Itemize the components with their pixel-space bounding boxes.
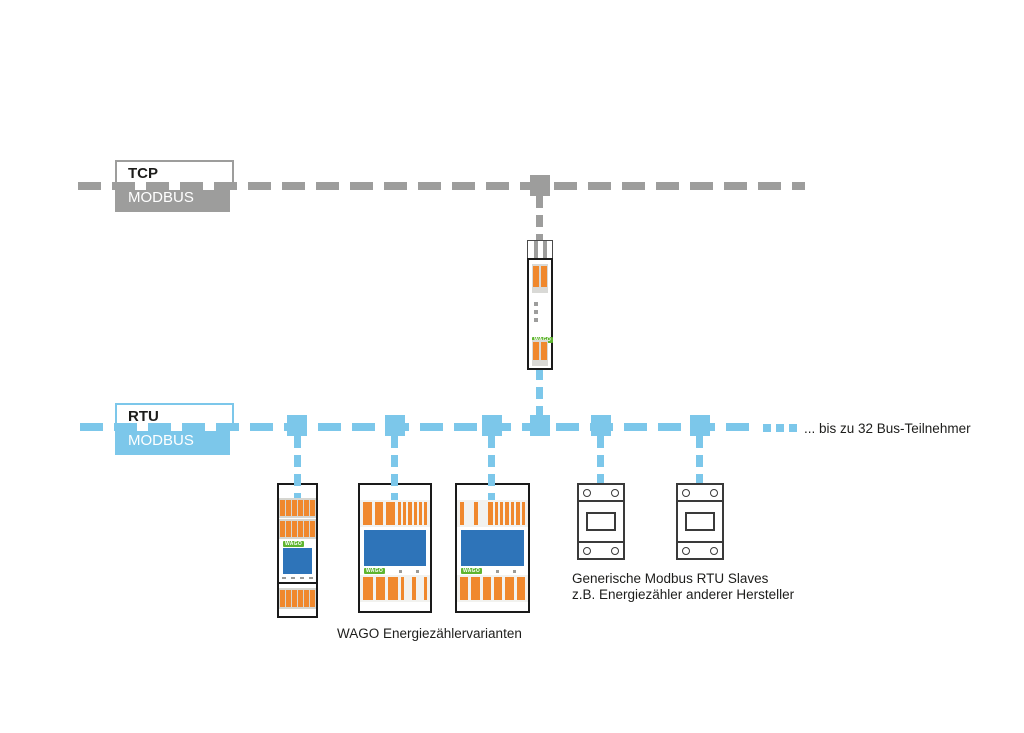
gateway-tcp-drop-line xyxy=(536,196,543,242)
screw-terminal xyxy=(710,547,718,555)
device2-bottom xyxy=(360,602,430,611)
rtu-bus-continuation-dot xyxy=(789,424,797,432)
rtu-bus-line xyxy=(80,423,755,431)
tcp-bus-line xyxy=(78,182,805,190)
screw-terminal xyxy=(583,547,591,555)
generic-slave-2 xyxy=(676,483,724,560)
screw-terminal xyxy=(583,489,591,497)
slave1-body xyxy=(579,500,623,543)
device1-buttons xyxy=(279,574,316,582)
screw-terminal xyxy=(682,489,690,497)
device3-led xyxy=(496,569,500,573)
tcp-modbus-label: MODBUS xyxy=(128,189,194,206)
gateway-terminal-bottom xyxy=(532,340,548,366)
generic-slaves-caption: Generische Modbus RTU Slaves z.B. Energi… xyxy=(572,571,794,603)
device2-display xyxy=(364,530,426,566)
wago-logo: WAGO xyxy=(461,568,483,574)
slave1-display xyxy=(586,512,616,531)
gateway-led xyxy=(534,310,538,314)
device3-terminals-top xyxy=(457,500,528,527)
device1-terminals-row3 xyxy=(279,588,316,609)
gateway-din-clip xyxy=(527,240,553,259)
device2-logo-row: WAGO xyxy=(360,566,430,575)
device3-terminals-bottom xyxy=(457,575,528,602)
rtu-participants-note: ... bis zu 32 Bus-Teilnehmer xyxy=(804,421,971,436)
rtu-bus-continuation-dot xyxy=(776,424,784,432)
device2-led xyxy=(399,569,403,573)
wago-devices-caption: WAGO Energiezählervarianten xyxy=(337,626,522,641)
wago-energy-meter-1: WAGO xyxy=(277,483,318,618)
wago-logo: WAGO xyxy=(364,568,386,574)
slave2-bottom-terminals xyxy=(678,543,722,558)
device1-logo-row: WAGO xyxy=(279,539,316,548)
wago-energy-meter-2: WAGO xyxy=(358,483,432,613)
rtu-protocol-label: RTU xyxy=(128,408,159,425)
wago-logo: WAGO xyxy=(283,541,305,547)
rtu-modbus-label: MODBUS xyxy=(128,432,194,449)
rtu-junction-device3 xyxy=(482,415,502,436)
device1-bottom xyxy=(279,609,316,616)
slave2-top-terminals xyxy=(678,485,722,500)
gateway-terminal-top xyxy=(532,264,548,293)
device1-divider xyxy=(279,582,316,584)
drop-line-device2 xyxy=(391,436,398,500)
rtu-junction-slave2 xyxy=(690,415,710,436)
rtu-bus-continuation-dot xyxy=(763,424,771,432)
tcp-protocol-label: TCP xyxy=(128,165,158,182)
device3-led xyxy=(513,569,517,573)
drop-line-slave1 xyxy=(597,436,604,483)
device3-bottom xyxy=(457,602,528,611)
device2-terminals-top xyxy=(360,500,430,527)
device3-logo-row: WAGO xyxy=(457,566,528,575)
slave1-top-terminals xyxy=(579,485,623,500)
gateway-rtu-drop-line xyxy=(536,368,543,416)
device2-led xyxy=(416,569,420,573)
device1-display xyxy=(283,548,312,574)
slave1-bottom-terminals xyxy=(579,543,623,558)
screw-terminal xyxy=(682,547,690,555)
rtu-junction-device2 xyxy=(385,415,405,436)
generic-slaves-caption-line2: z.B. Energiezähler anderer Hersteller xyxy=(572,587,795,602)
device3-display xyxy=(461,530,524,566)
drop-line-device1 xyxy=(294,436,301,498)
generic-slave-1 xyxy=(577,483,625,560)
rtu-junction-device1 xyxy=(287,415,307,436)
device1-terminals-row1 xyxy=(279,498,316,518)
screw-terminal xyxy=(710,489,718,497)
gateway-led xyxy=(534,318,538,322)
generic-slaves-caption-line1: Generische Modbus RTU Slaves xyxy=(572,571,769,586)
device2-terminals-bottom xyxy=(360,575,430,602)
gateway-tcp-junction xyxy=(530,175,550,196)
gateway-rtu-junction xyxy=(530,415,550,436)
slave2-body xyxy=(678,500,722,543)
drop-line-slave2 xyxy=(696,436,703,483)
screw-terminal xyxy=(611,547,619,555)
screw-terminal xyxy=(611,489,619,497)
device1-terminals-row2 xyxy=(279,519,316,539)
drop-line-device3 xyxy=(488,436,495,500)
rtu-junction-slave1 xyxy=(591,415,611,436)
gateway-body: WAGO xyxy=(527,258,554,370)
gateway-led xyxy=(534,302,538,306)
modbus-gateway-device: WAGO xyxy=(527,240,554,370)
wago-energy-meter-3: WAGO xyxy=(455,483,530,613)
slave2-display xyxy=(685,512,715,531)
